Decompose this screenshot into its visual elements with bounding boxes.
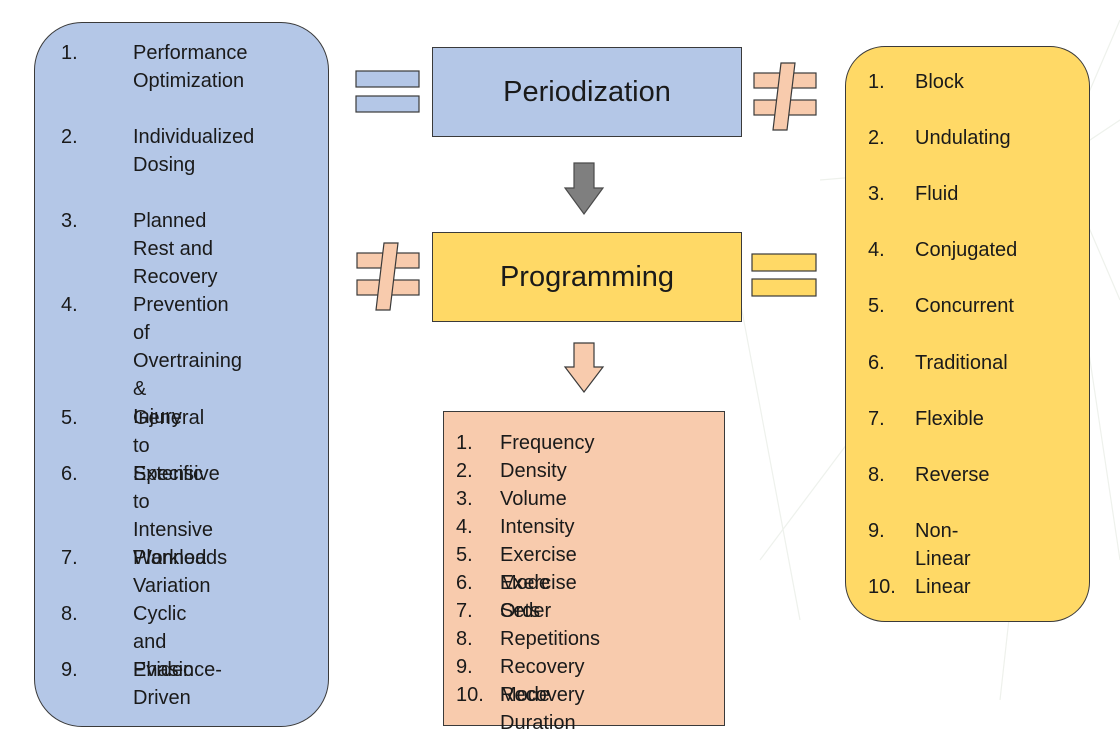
periodization-box: Periodization: [432, 47, 742, 137]
item-number: 10.: [456, 684, 484, 706]
arrow-down-icon: [563, 162, 605, 216]
item-text: Frequency: [500, 432, 595, 454]
models-panel: 1. Block 2. Undulating 3. Fluid 4. Conju…: [845, 46, 1090, 622]
item-number: 3.: [868, 183, 885, 205]
item-number: 10.: [868, 576, 896, 598]
programming-label: Programming: [499, 260, 675, 293]
item-text: Undulating: [915, 127, 1011, 149]
item-text: Evidence-Driven: [133, 659, 222, 709]
item-text: Density: [500, 460, 567, 482]
item-text: General to Specific: [133, 407, 205, 485]
item-text: Exercise Mode: [500, 544, 577, 594]
item-number: 9.: [61, 659, 78, 681]
item-number: 3.: [456, 488, 473, 510]
item-number: 4.: [61, 294, 78, 316]
item-number: 2.: [61, 126, 78, 148]
item-number: 5.: [456, 544, 473, 566]
item-text: Volume: [500, 488, 567, 510]
item-number: 6.: [868, 352, 885, 374]
not-equal-icon: [753, 62, 817, 131]
item-text: Exercise Order: [500, 572, 577, 622]
item-text: Cyclic and Phasic: [133, 603, 194, 681]
item-number: 4.: [868, 239, 885, 261]
programming-box: Programming: [432, 232, 742, 322]
not-equal-icon: [356, 242, 420, 311]
item-text: Block: [915, 71, 964, 93]
item-text: Linear: [915, 576, 971, 598]
item-text: Non-Linear: [915, 520, 971, 570]
arrow-down-icon: [563, 342, 605, 393]
item-number: 6.: [61, 463, 78, 485]
item-text: Planned Variation: [133, 547, 211, 597]
item-number: 6.: [456, 572, 473, 594]
item-number: 2.: [868, 127, 885, 149]
item-number: 8.: [61, 603, 78, 625]
program-variables-box: 1. Frequency 2. Density 3. Volume 4. Int…: [443, 411, 725, 734]
item-number: 8.: [868, 464, 885, 486]
item-text: Concurrent: [915, 295, 1014, 317]
item-number: 4.: [456, 516, 473, 538]
item-text: Repetitions: [500, 628, 601, 650]
item-number: 5.: [868, 295, 885, 317]
item-text: Reverse: [915, 464, 990, 486]
item-number: 9.: [456, 656, 473, 678]
equals-icon: [355, 70, 420, 113]
item-text: Fluid: [915, 183, 959, 205]
item-text: Intensity: [500, 516, 575, 538]
item-number: 8.: [456, 628, 473, 650]
periodization-label: Periodization: [503, 75, 671, 108]
item-number: 7.: [61, 547, 78, 569]
item-number: 1.: [61, 42, 78, 64]
equals-icon: [751, 253, 817, 297]
item-text: Recovery Mode: [500, 656, 585, 706]
item-text: Individualized Dosing: [133, 126, 255, 176]
item-number: 3.: [61, 210, 78, 232]
item-text: Sets: [500, 600, 541, 622]
item-text: Flexible: [915, 408, 984, 430]
item-text: Recovery Duration: [500, 684, 585, 734]
item-text: Extensive to Intensive Workloads: [133, 463, 228, 569]
principles-panel: 1. Performance Optimization 2. Individua…: [34, 22, 329, 727]
item-number: 5.: [61, 407, 78, 429]
item-number: 7.: [456, 600, 473, 622]
item-number: 1.: [868, 71, 885, 93]
item-text: Planned Rest and Recovery: [133, 210, 218, 288]
item-text: Conjugated: [915, 239, 1018, 261]
item-text: Prevention of Overtraining & Injury: [133, 294, 242, 428]
item-number: 7.: [868, 408, 885, 430]
item-text: Performance Optimization: [133, 42, 248, 92]
item-number: 1.: [456, 432, 473, 454]
item-text: Traditional: [915, 352, 1008, 374]
item-number: 2.: [456, 460, 473, 482]
item-number: 9.: [868, 520, 885, 542]
